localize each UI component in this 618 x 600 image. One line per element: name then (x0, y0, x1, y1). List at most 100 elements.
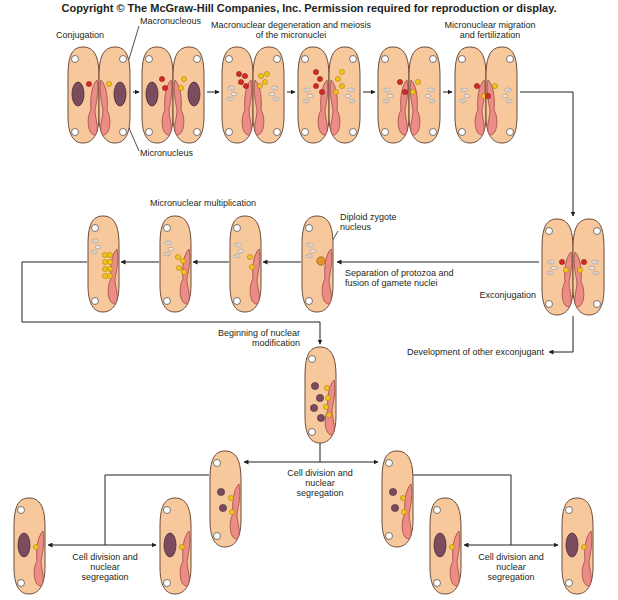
conjugating-pair (409, 47, 440, 143)
exconjugant-cell (175, 254, 180, 259)
conjugating-pair (68, 47, 130, 143)
exconjugant-cell (323, 404, 328, 409)
conjugating-pair (188, 82, 200, 106)
conjugating-pair (378, 47, 409, 143)
exconjugant-cell (102, 259, 107, 264)
conjugating-pair (329, 47, 360, 143)
daughter-cell (449, 544, 454, 549)
conjugating-pair (333, 89, 338, 94)
exconjugant-pair (563, 267, 568, 272)
flow-arrows (464, 545, 511, 546)
exconjugant-cell (91, 239, 101, 254)
daughter-cell (434, 533, 446, 557)
part-label: Diploid zygote nucleus (340, 212, 406, 232)
exconjugant-cell (160, 216, 191, 312)
exconjugant-cell (230, 216, 261, 312)
conjugating-pair (142, 47, 173, 143)
conjugating-pair (162, 85, 167, 90)
exconjugant-cell (107, 259, 112, 264)
exconjugant-cell (310, 404, 317, 411)
conjugating-pair (114, 82, 126, 106)
exconjugant-cell (88, 216, 119, 312)
conjugating-pair (492, 83, 497, 88)
conjugating-pair (242, 73, 247, 78)
exconjugant-cell (302, 216, 333, 312)
conjugating-pair (173, 47, 204, 143)
exconjugant-cell (305, 347, 336, 443)
daughter-cell (14, 498, 45, 594)
exconjugant-cell (247, 254, 252, 259)
daughter-cell (581, 544, 586, 549)
conjugating-pair (142, 47, 173, 143)
flow-arrows (105, 545, 156, 546)
conjugating-pair (409, 47, 440, 143)
exconjugant-pair (559, 259, 564, 264)
conjugating-pair (264, 71, 269, 76)
conjugating-pair (383, 88, 393, 103)
exconjugant-pair (542, 219, 604, 315)
stage-label-slot: Micronuclear migration and fertilization (440, 20, 540, 40)
conjugating-pair (339, 83, 344, 88)
daughter-cell (14, 498, 45, 594)
exconjugant-pair (542, 219, 573, 315)
daughter-cell (33, 544, 38, 549)
conjugating-pair (142, 47, 204, 143)
conjugating-pair (159, 76, 164, 81)
conjugating-pair (222, 47, 253, 143)
stage-label: Exconjugation (470, 290, 536, 300)
stage-label-slot: Micronuclear multiplication (150, 198, 280, 208)
exconjugant-pair (577, 267, 582, 272)
conjugating-pair (227, 86, 237, 101)
conjugating-pair (345, 88, 355, 103)
exconjugant-pair (547, 260, 557, 275)
daughter-cell (562, 498, 593, 594)
daughter-cell (566, 533, 578, 557)
stage-label-slot: Beginning of nuclear modification (180, 328, 300, 348)
stage-label: Conjugation (56, 30, 116, 40)
daughter-cell (391, 504, 398, 511)
exconjugant-cell (176, 265, 181, 270)
part-label-slot: Micronucleus (140, 148, 212, 158)
daughter-cell (430, 498, 461, 594)
conjugating-pair (486, 47, 517, 143)
flow-arrows (121, 262, 159, 263)
conjugating-pair (238, 79, 243, 84)
conjugating-pair (68, 47, 99, 143)
daughter-cell (160, 498, 191, 594)
conjugating-pair (485, 47, 517, 143)
exconjugant-cell (102, 252, 107, 257)
stage-label: Separation of protozoa and fusion of gam… (345, 268, 465, 288)
exconjugant-cell (325, 395, 330, 400)
flow-arrows (244, 462, 320, 463)
flow-arrows (287, 92, 295, 93)
exconjugant-cell (180, 258, 185, 263)
conjugating-pair (236, 71, 241, 76)
exconjugant-cell (230, 216, 261, 312)
conjugating-pair (485, 93, 490, 98)
conjugating-pair (243, 83, 248, 88)
conjugating-pair (425, 88, 435, 103)
daughter-cell (382, 451, 413, 547)
conjugating-pair (178, 85, 183, 90)
stage-label-slot: Development of other exconjugant (380, 347, 544, 357)
daughter-cell (164, 533, 176, 557)
conjugating-pair (313, 83, 318, 88)
stage-label-slot: Macronuclear degeneration and meiosis of… (206, 20, 376, 40)
conjugating-pair (298, 47, 329, 143)
stage-label: Cell division and nuclear segregation (72, 552, 138, 582)
conjugating-pair (253, 47, 284, 143)
daughter-cell (430, 498, 461, 594)
conjugating-pair (181, 76, 186, 81)
stage-label-slot: Cell division and nuclear segregation (287, 468, 353, 498)
exconjugant-cell (102, 273, 107, 278)
flow-arrows (320, 443, 321, 462)
flow-arrows (363, 92, 375, 93)
conjugating-pair (258, 73, 263, 78)
stage-label: Cell division and nuclear segregation (287, 468, 353, 498)
exconjugant-cell (234, 243, 244, 258)
flow-arrows (48, 545, 105, 546)
daughter-cell (401, 509, 406, 514)
exconjugant-cell (107, 252, 112, 257)
stage-label: Beginning of nuclear modification (180, 328, 300, 348)
conjugating-pair (335, 76, 340, 81)
